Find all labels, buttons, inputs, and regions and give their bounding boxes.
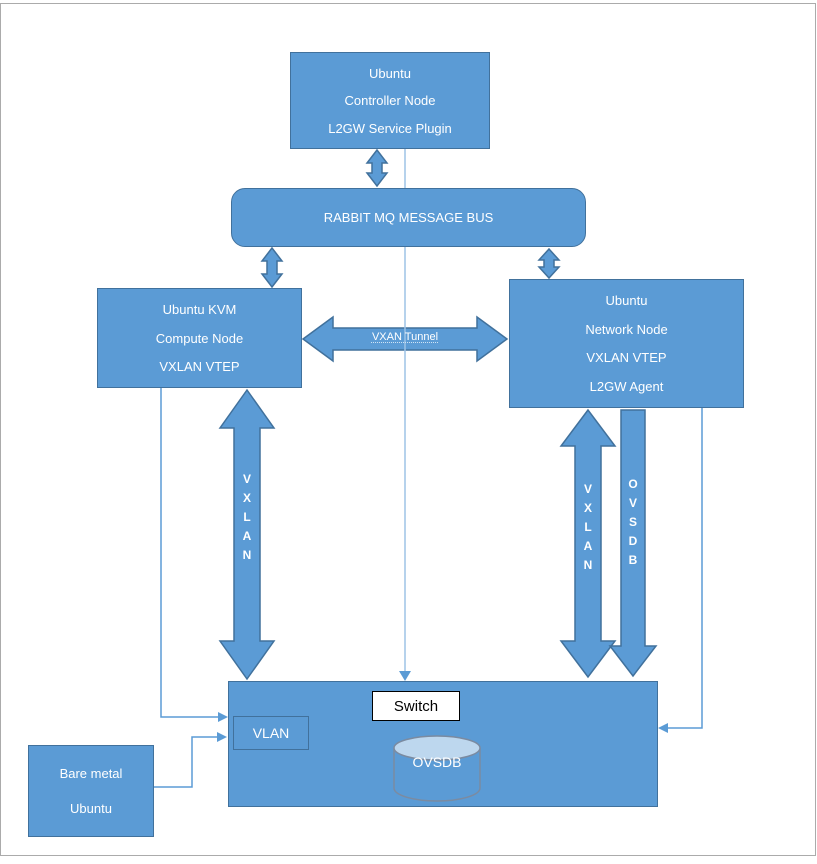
vlan-box: VLAN	[233, 716, 309, 750]
vxlan-left-arrow	[218, 388, 276, 681]
compute-node-box: Ubuntu KVM Compute Node VXLAN VTEP	[97, 288, 302, 388]
message-bus-label: RABBIT MQ MESSAGE BUS	[323, 210, 494, 225]
message-bus-box: RABBIT MQ MESSAGE BUS	[231, 188, 586, 247]
ovsdb-label: OVSDB	[412, 754, 462, 770]
compute-line: VXLAN VTEP	[159, 358, 240, 374]
bus-compute-arrow	[260, 246, 284, 289]
switch-label-box: Switch	[372, 691, 460, 721]
baremetal-switch-arrowhead	[217, 732, 227, 742]
vxlan-right-arrow-label: V X L A N	[583, 482, 593, 572]
ovsdb-arrow-label: O V S D B	[628, 477, 638, 567]
ovsdb-arrow	[608, 409, 658, 678]
compute-switch-line	[160, 388, 219, 718]
network-line: Network Node	[585, 321, 668, 337]
vxan-tunnel-label: VXAN Tunnel	[371, 331, 439, 343]
ovsdb-database-cylinder-icon	[393, 735, 481, 802]
controller-line: Ubuntu	[369, 65, 411, 81]
network-switch-line	[667, 408, 703, 729]
compute-line: Compute Node	[155, 330, 244, 346]
controller-line: L2GW Service Plugin	[328, 120, 452, 136]
switch-label: Switch	[393, 697, 439, 715]
compute-switch-arrowhead	[218, 712, 228, 722]
controller-bus-arrow	[365, 148, 389, 188]
network-line: Ubuntu	[605, 293, 648, 309]
network-node-box: Ubuntu Network Node VXLAN VTEP L2GW Agen…	[509, 279, 744, 408]
compute-line: Ubuntu KVM	[162, 302, 237, 318]
controller-node-box: Ubuntu Controller Node L2GW Service Plug…	[290, 52, 490, 149]
bus-network-arrow	[537, 247, 561, 280]
bare-metal-line: Bare metal	[59, 766, 123, 781]
controller-switch-arrowhead	[399, 671, 411, 681]
bare-metal-line: Ubuntu	[70, 801, 112, 816]
bare-metal-box: Bare metal Ubuntu	[28, 745, 154, 837]
network-line: L2GW Agent	[589, 378, 664, 394]
baremetal-switch-line	[154, 736, 218, 788]
switch-box: Switch VLAN OVSDB	[228, 681, 658, 807]
vlan-label: VLAN	[252, 725, 290, 741]
controller-line: Controller Node	[344, 93, 436, 108]
vxlan-right-arrow	[559, 408, 617, 679]
vxlan-left-arrow-label: V X L A N	[242, 472, 252, 562]
network-line: VXLAN VTEP	[586, 350, 667, 366]
network-switch-arrowhead	[658, 723, 668, 733]
